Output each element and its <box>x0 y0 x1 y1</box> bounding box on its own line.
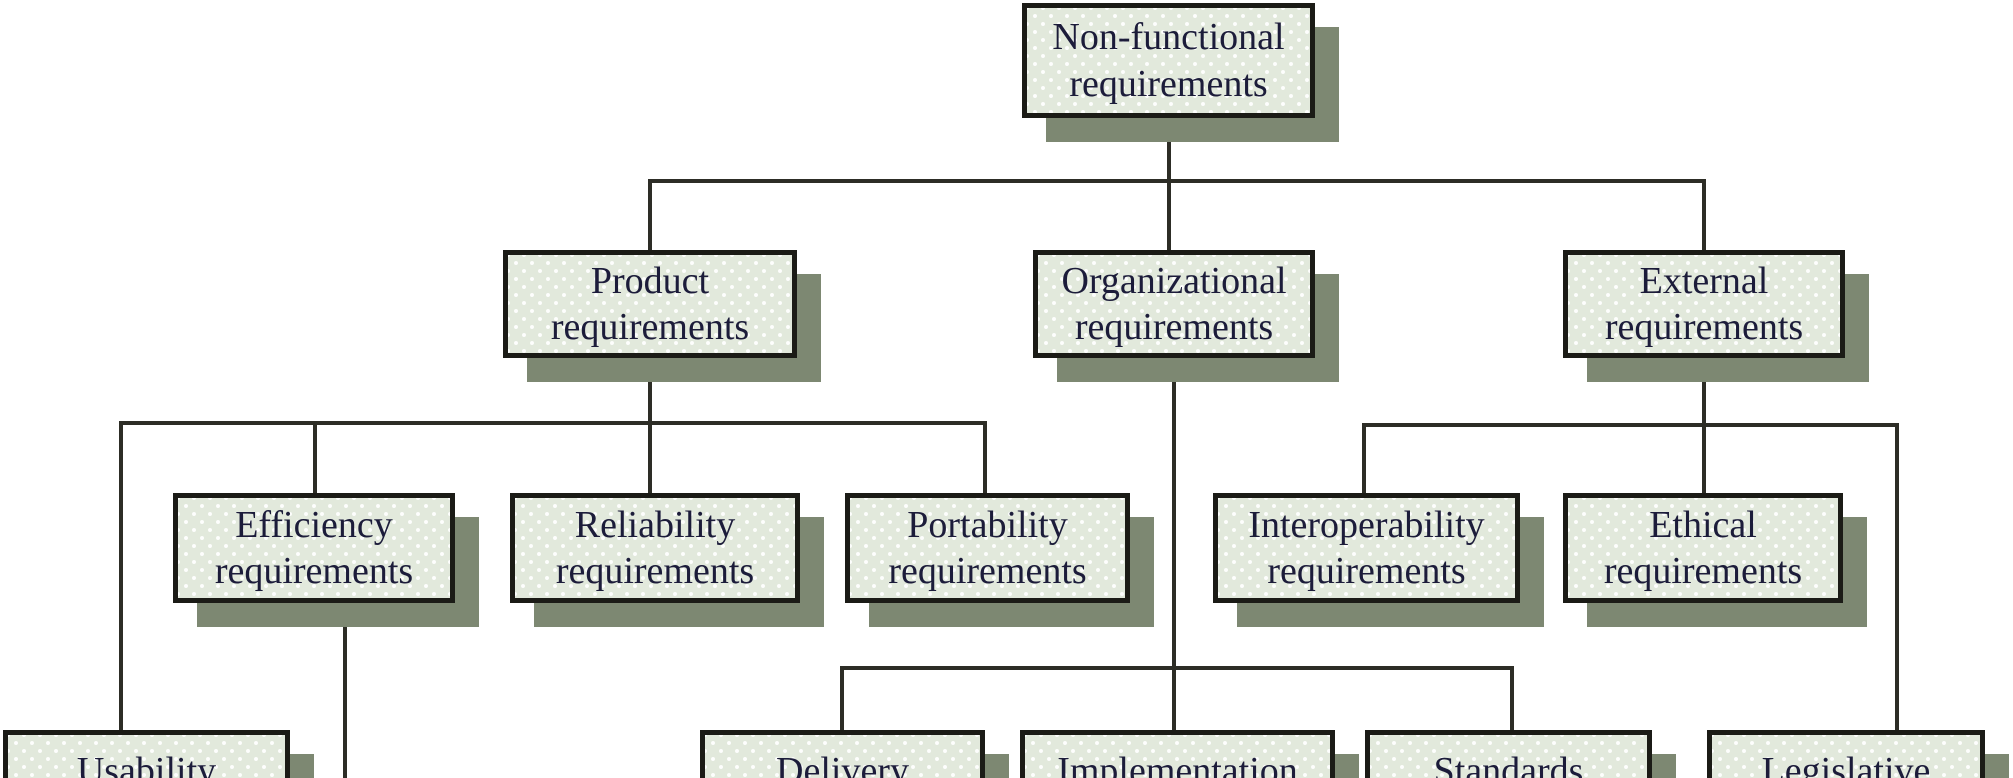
connector-product-horizontal <box>119 421 987 425</box>
connector-organizational-horizontal <box>840 666 1514 670</box>
node-ethical-requirements: Ethical requirements <box>1563 493 1843 603</box>
connector-drop-delivery <box>840 666 844 732</box>
connector-level1-horizontal <box>648 179 1706 183</box>
node-label: Ethical requirements <box>1603 503 1803 592</box>
node-label: External requirements <box>1604 259 1804 348</box>
node-interoperability-requirements: Interoperability requirements <box>1213 493 1520 603</box>
node-usability: Usability <box>3 730 290 778</box>
node-portability-requirements: Portability requirements <box>845 493 1130 603</box>
connector-efficiency-descender <box>343 601 347 778</box>
node-label: Usability <box>76 750 217 778</box>
connector-drop-portability <box>983 421 987 495</box>
node-efficiency-requirements: Efficiency requirements <box>173 493 455 603</box>
connector-drop-interoperability <box>1362 423 1366 495</box>
node-label: Implementation <box>1057 750 1298 778</box>
node-label: Interoperability requirements <box>1248 503 1485 592</box>
connector-drop-efficiency <box>313 421 317 495</box>
connector-product-stem <box>648 356 652 425</box>
node-legislative: Legislative <box>1707 730 1985 778</box>
node-label: Efficiency requirements <box>214 503 414 592</box>
connector-drop-external <box>1702 179 1706 250</box>
node-label: Organizational requirements <box>1061 259 1287 348</box>
node-reliability-requirements: Reliability requirements <box>510 493 800 603</box>
connector-organizational-stem <box>1172 356 1176 732</box>
node-label: Reliability requirements <box>555 503 755 592</box>
connector-drop-product <box>648 179 652 250</box>
connector-drop-standards <box>1510 666 1514 732</box>
connector-drop-reliability <box>648 421 652 495</box>
connector-drop-usability <box>119 421 123 732</box>
node-organizational-requirements: Organizational requirements <box>1033 250 1315 358</box>
node-non-functional-requirements: Non-functional requirements <box>1022 3 1315 118</box>
node-delivery: Delivery <box>700 730 985 778</box>
node-product-requirements: Product requirements <box>503 250 797 358</box>
node-standards: Standards <box>1365 730 1652 778</box>
node-label: Non-functional requirements <box>1052 16 1285 105</box>
node-external-requirements: External requirements <box>1563 250 1845 358</box>
connector-root-stem <box>1167 116 1171 250</box>
node-label: Product requirements <box>550 259 750 348</box>
node-label: Legislative <box>1761 750 1931 778</box>
node-label: Portability requirements <box>888 503 1087 592</box>
connector-external-horizontal <box>1362 423 1899 427</box>
node-implementation: Implementation <box>1020 730 1335 778</box>
connector-drop-legislative <box>1895 423 1899 732</box>
node-label: Delivery <box>776 750 909 778</box>
node-label: Standards <box>1433 750 1584 778</box>
